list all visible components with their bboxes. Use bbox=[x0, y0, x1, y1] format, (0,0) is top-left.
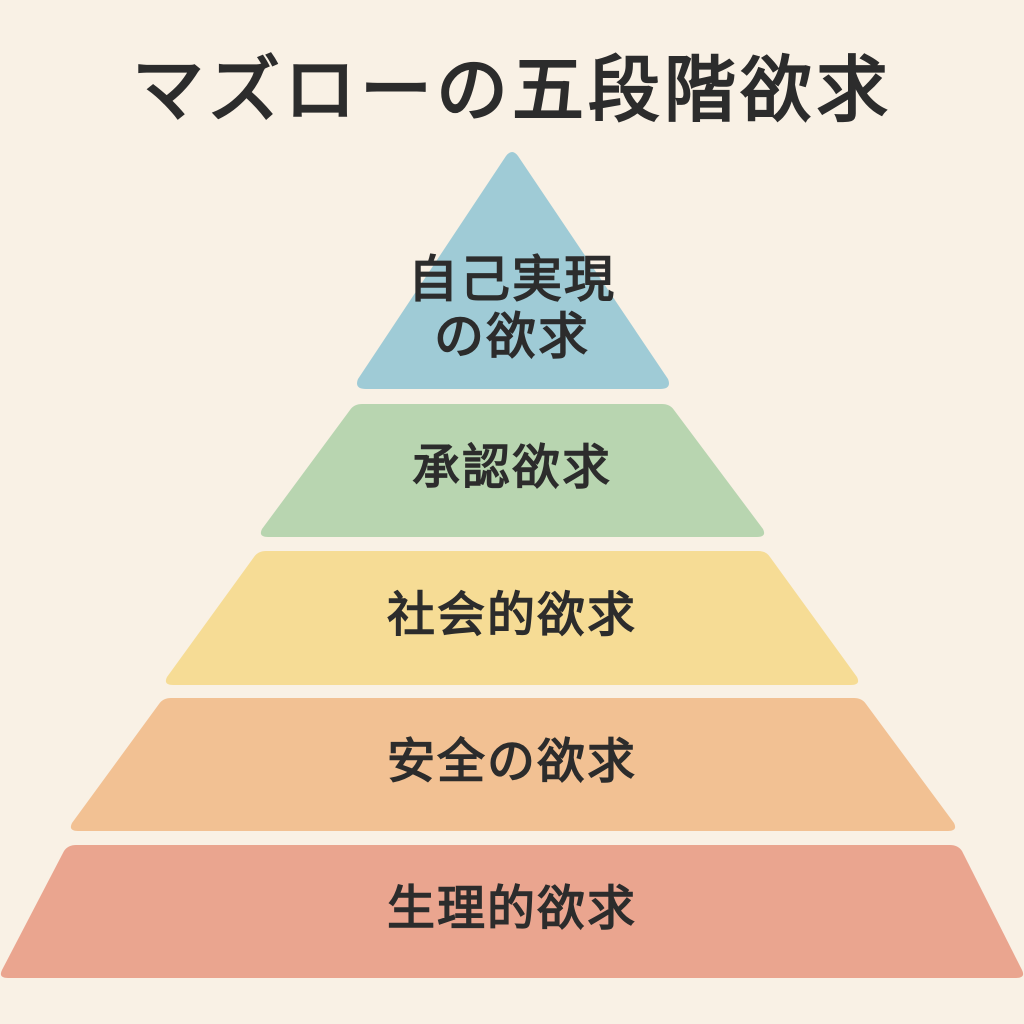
tier-shape bbox=[165, 551, 859, 685]
tier-label: の欲求 bbox=[434, 308, 590, 366]
tier-label: 安全の欲求 bbox=[387, 734, 637, 790]
tier-label: 社会的欲求 bbox=[387, 587, 637, 643]
pyramid-tier-5: 生理的欲求 bbox=[0, 845, 1024, 978]
pyramid-tier-3: 社会的欲求 bbox=[165, 551, 859, 685]
tier-shape bbox=[0, 845, 1024, 978]
pyramid-tier-4: 安全の欲求 bbox=[70, 698, 956, 831]
page-title: マズローの五段階欲求 bbox=[131, 48, 892, 132]
tier-shape bbox=[260, 404, 765, 537]
tier-label: 生理的欲求 bbox=[387, 881, 637, 937]
tier-label: 承認欲求 bbox=[412, 440, 612, 496]
tier-label: 自己実現 bbox=[408, 251, 616, 309]
tier-shape bbox=[70, 698, 956, 831]
pyramid-tier-2: 承認欲求 bbox=[260, 404, 765, 537]
tier-shape bbox=[357, 152, 669, 389]
